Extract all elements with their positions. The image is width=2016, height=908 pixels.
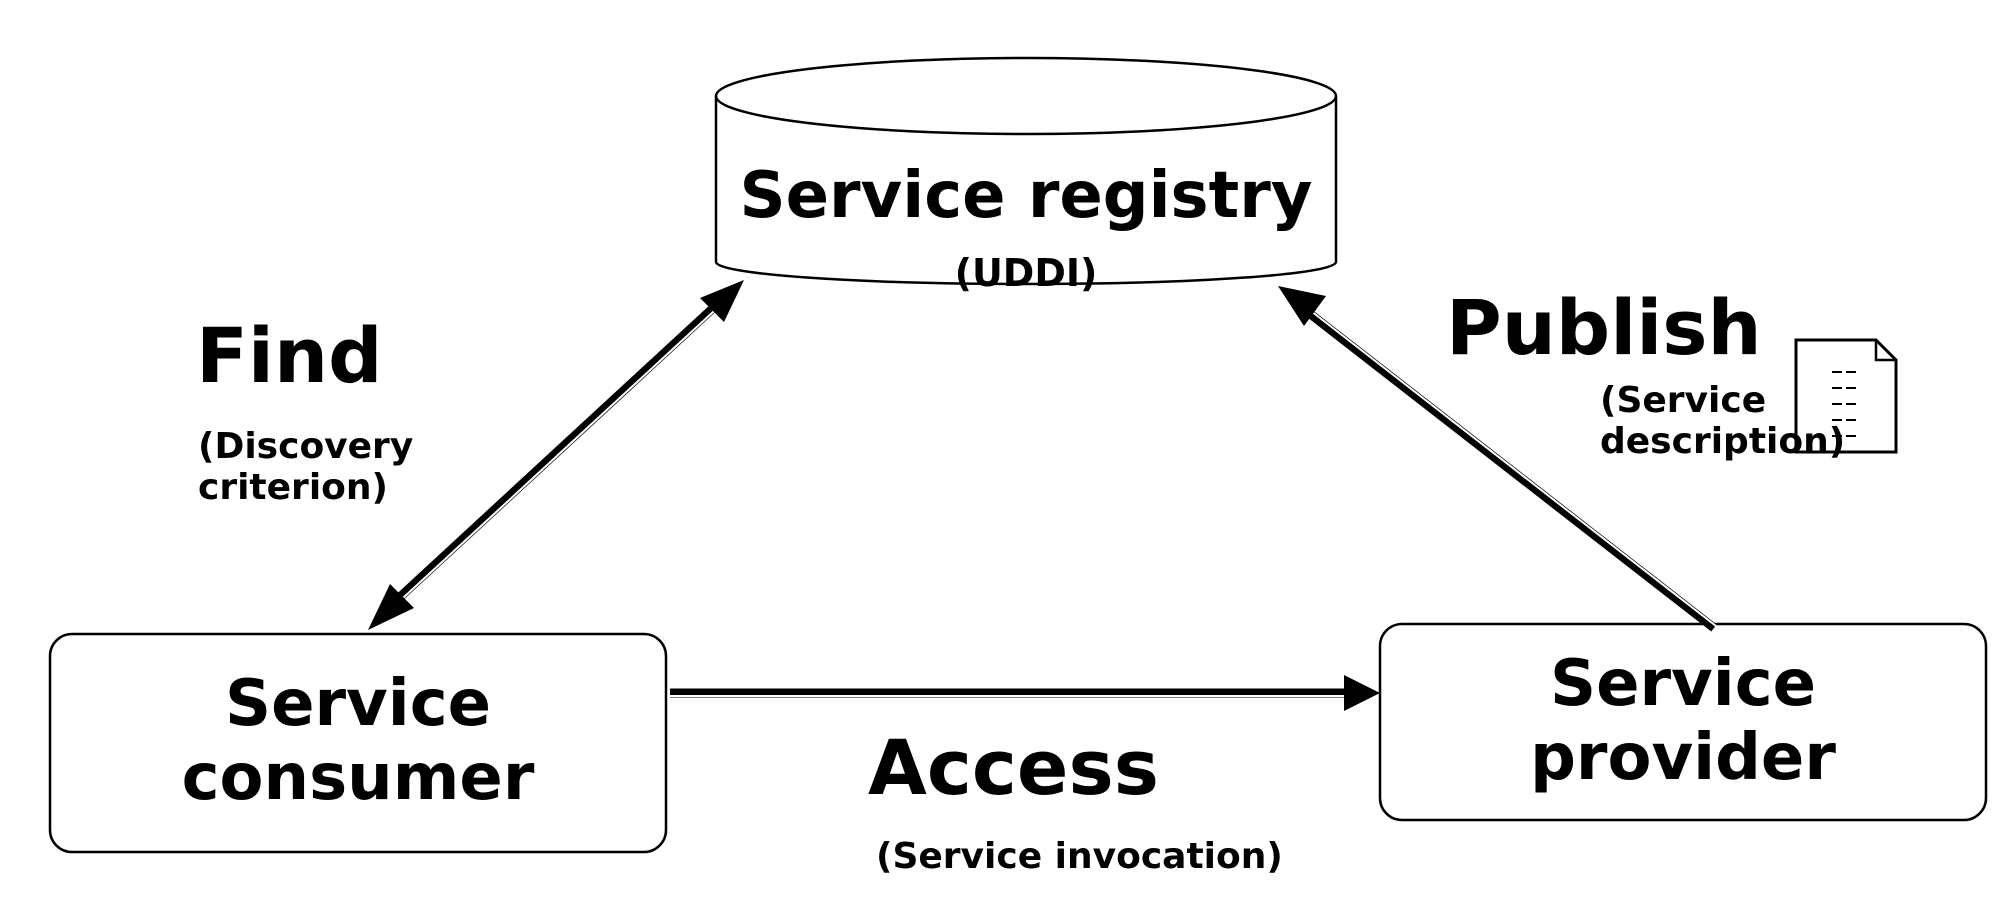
document-icon [1794,338,1898,454]
provider-label: Service provider [1380,647,1986,795]
find-label: Find [196,311,383,400]
access-label: Access [868,723,1159,812]
publish-arrow [1278,286,1717,632]
consumer-label: Service consumer [50,667,666,815]
access-arrow [670,675,1380,711]
publish-detail-line2: description) [1600,421,1846,463]
provider-label-line2: provider [1530,720,1836,795]
find-arrow [368,280,744,630]
find-detail: (Discovery criterion) [198,426,413,509]
service-consumer-node [48,632,668,854]
publish-detail-line1: (Service [1600,380,1767,421]
registry-title: Service registry [739,159,1313,233]
publish-label: Publish [1446,283,1762,372]
consumer-label-line1: Service [224,667,492,741]
publish-detail: (Service description) [1600,380,1845,463]
consumer-label-line2: consumer [181,740,535,815]
service-registry-node [714,56,1338,286]
registry-subtitle: (UDDI) [954,251,1098,295]
find-detail-line1: (Discovery [198,426,414,467]
find-detail-line2: criterion) [198,467,388,509]
provider-label-line1: Service [1549,647,1817,721]
service-provider-node [1378,622,1988,822]
access-detail: (Service invocation) [876,836,1283,877]
